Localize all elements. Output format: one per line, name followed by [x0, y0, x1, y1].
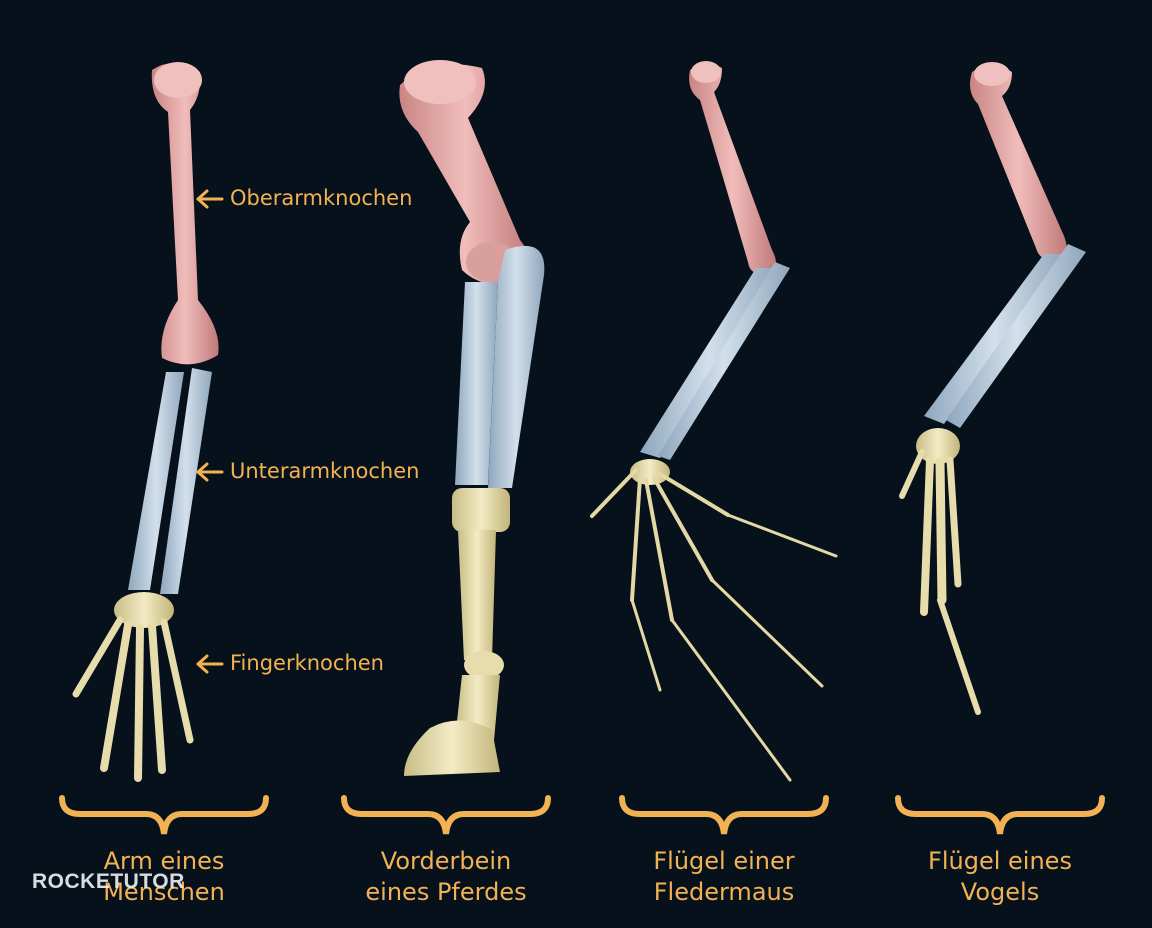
caption-bat-line2: Fledermaus [653, 878, 795, 906]
bat-forearm [640, 262, 790, 460]
brace-bat [619, 795, 829, 835]
bird-humerus [970, 62, 1067, 261]
caption-bird-line1: Flügel eines [928, 847, 1072, 875]
label-fingerknochen: Fingerknochen [230, 651, 384, 675]
caption-human-line2: Menschen [103, 878, 225, 906]
brace-human [59, 795, 269, 835]
arrow-left-icon [196, 654, 224, 674]
caption-bat-line1: Flügel einer [653, 847, 795, 875]
horse-forearm [455, 245, 545, 488]
human-humerus [151, 62, 219, 365]
bat-fingers [590, 459, 838, 782]
braces [59, 795, 1105, 835]
caption-human-line1: Arm eines [103, 847, 225, 875]
caption-bird-line2: Vogels [960, 878, 1040, 906]
bat-humerus [689, 61, 776, 275]
label-arrows [196, 189, 224, 674]
human-hand [72, 592, 194, 782]
caption-horse-line2: eines Pferdes [365, 878, 527, 906]
bird-hand [899, 428, 981, 715]
caption-horse-line1: Vorderbein [380, 847, 512, 875]
horse-lower-leg [404, 488, 510, 776]
label-unterarmknochen: Unterarmknochen [230, 459, 420, 483]
brace-bird [895, 795, 1105, 835]
caption-bird: Flügel eines Vogels [870, 846, 1130, 908]
human-arm [72, 62, 219, 782]
bat-wing [590, 61, 838, 782]
human-forearm [128, 368, 212, 594]
watermark-logo: ROCKETUTOR [32, 870, 185, 893]
arrow-left-icon [196, 462, 224, 482]
bird-forearm [924, 244, 1086, 428]
bird-wing [899, 62, 1086, 715]
brace-horse [341, 795, 551, 835]
arrow-left-icon [196, 189, 224, 209]
caption-bat: Flügel einer Fledermaus [594, 846, 854, 908]
horse-leg [399, 60, 545, 776]
caption-horse: Vorderbein eines Pferdes [316, 846, 576, 908]
caption-human: Arm eines Menschen [34, 846, 294, 908]
label-oberarmknochen: Oberarmknochen [230, 186, 413, 210]
